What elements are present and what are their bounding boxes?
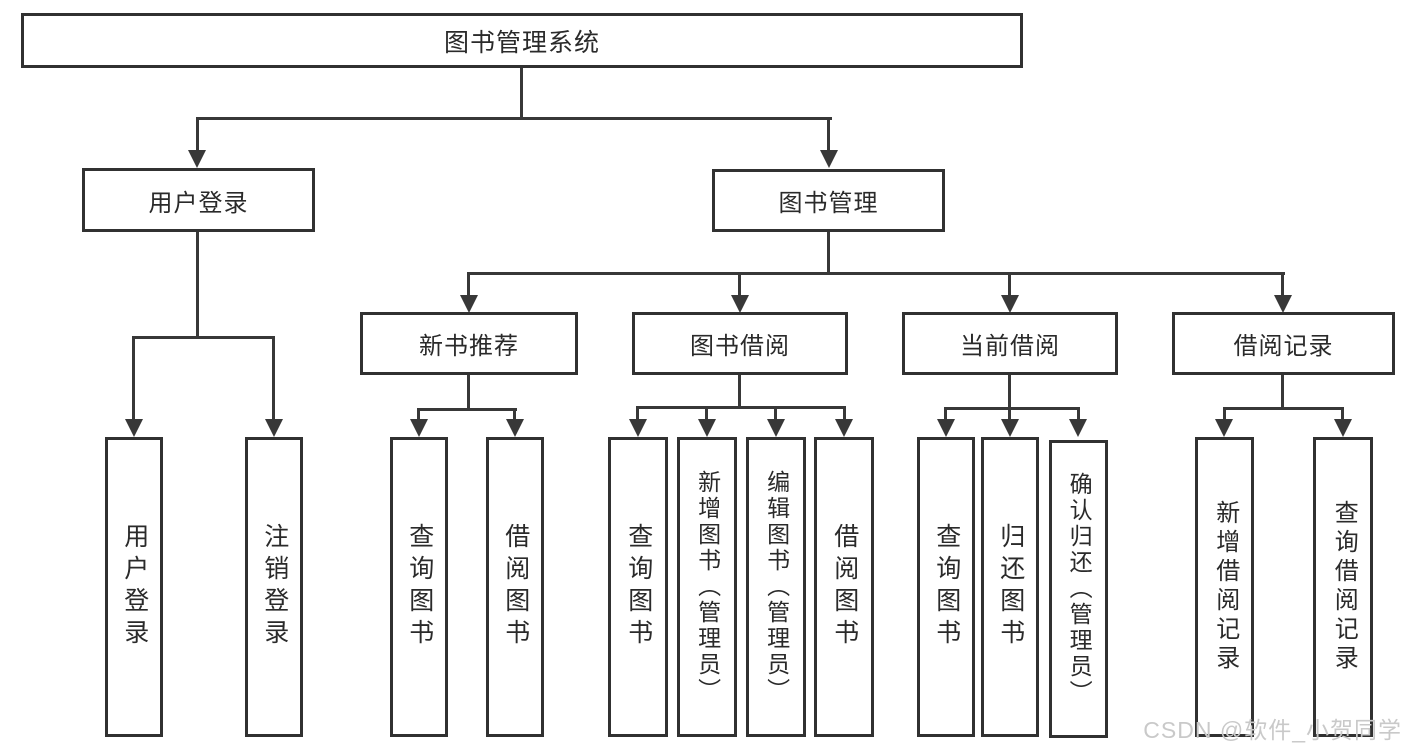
node-new-book-recommendation: 新书推荐 [360,312,578,375]
node-book-management: 图书管理 [712,169,945,232]
node-label: 当前借阅 [960,333,1060,360]
leaf-label: 借阅图书 [830,523,859,651]
arrow-down-icon [820,150,838,168]
leaf-user-login: 用户登录 [105,437,163,737]
connector-line [132,336,135,421]
leaf-label: 新增借阅记录 [1211,500,1239,674]
leaf-query-borrow-record: 查询借阅记录 [1313,437,1373,737]
arrow-down-icon [410,419,428,437]
arrow-down-icon [506,419,524,437]
node-label: 借阅记录 [1233,333,1334,360]
leaf-label: 借阅图书 [501,523,530,651]
leaf-borrow-books-recommend: 借阅图书 [486,437,544,737]
arrow-down-icon [1215,419,1233,437]
connector-line [774,406,777,421]
connector-line [705,406,708,421]
connector-line [944,407,947,421]
leaf-label: 归还图书 [996,523,1025,651]
arrow-down-icon [937,419,955,437]
leaf-query-books-current: 查询图书 [917,437,975,737]
arrow-down-icon [629,419,647,437]
connector-line [827,232,830,275]
arrow-down-icon [1001,419,1019,437]
arrow-down-icon [188,150,206,168]
node-label: 用户登录 [148,189,249,217]
leaf-label: 确认归还（管理员） [1066,472,1093,706]
connector-line [1223,407,1344,410]
arrow-down-icon [835,419,853,437]
connector-line [467,272,1285,275]
connector-line [417,408,420,421]
connector-line [196,117,199,152]
node-label: 图书借阅 [690,333,790,360]
connector-line [467,272,470,297]
leaf-add-books-admin: 新增图书（管理员） [677,437,737,737]
connector-line [944,407,1080,410]
connector-line [1008,272,1011,297]
connector-line [196,232,199,339]
arrow-down-icon [125,419,143,437]
arrow-down-icon [1001,295,1019,313]
leaf-return-books: 归还图书 [981,437,1039,737]
node-label: 图书管理系统 [443,28,600,57]
leaf-confirm-return-admin: 确认归还（管理员） [1049,440,1108,738]
arrow-down-icon [731,295,749,313]
node-library-management-system: 图书管理系统 [21,13,1023,68]
node-current-borrowing: 当前借阅 [902,312,1118,375]
node-label: 图书管理 [778,190,879,217]
leaf-label: 查询图书 [932,523,961,651]
arrow-down-icon [698,419,716,437]
leaf-add-borrow-record: 新增借阅记录 [1195,437,1254,737]
connector-line [843,406,846,421]
connector-line [738,375,741,409]
connector-line [636,406,846,409]
connector-line [196,117,832,120]
connector-line [827,117,830,152]
connector-line [520,68,523,118]
leaf-query-books-borrowing: 查询图书 [608,437,668,737]
connector-line [1341,407,1344,421]
connector-line [1008,375,1011,410]
leaf-borrow-books: 借阅图书 [814,437,874,737]
connector-line [1223,407,1226,421]
leaf-label: 查询借阅记录 [1330,500,1358,674]
node-user-login: 用户登录 [82,168,315,232]
leaf-label: 编辑图书（管理员） [763,470,790,704]
arrow-down-icon [1334,419,1352,437]
connector-line [1281,272,1284,297]
connector-line [417,408,517,411]
connector-line [1008,407,1011,421]
node-borrowing-records: 借阅记录 [1172,312,1395,375]
arrow-down-icon [767,419,785,437]
arrow-down-icon [1274,295,1292,313]
leaf-query-books-recommend: 查询图书 [390,437,448,737]
arrow-down-icon [265,419,283,437]
leaf-label: 注销登录 [260,523,289,651]
node-book-borrowing: 图书借阅 [632,312,848,375]
leaf-label: 新增图书（管理员） [694,470,721,704]
connector-line [132,336,275,339]
leaf-label: 查询图书 [405,523,434,651]
connector-line [1077,407,1080,421]
leaf-label: 查询图书 [624,523,653,651]
leaf-label: 用户登录 [120,523,149,651]
connector-line [738,272,741,297]
connector-line [467,375,470,411]
connector-line [272,336,275,421]
connector-line [513,408,516,421]
csdn-watermark: CSDN @软件_小贺同学 [1143,717,1402,743]
connector-line [1281,375,1284,410]
arrow-down-icon [1069,419,1087,437]
arrow-down-icon [460,295,478,313]
connector-line [636,406,639,421]
leaf-logout: 注销登录 [245,437,303,737]
leaf-edit-books-admin: 编辑图书（管理员） [746,437,806,737]
node-label: 新书推荐 [419,333,519,360]
